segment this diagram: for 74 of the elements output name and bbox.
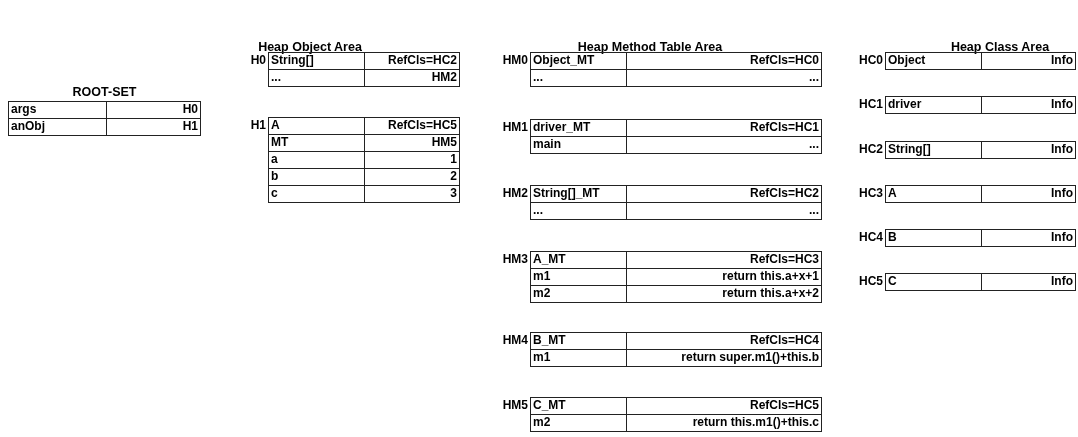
address-label: H0 <box>249 53 266 67</box>
table-cell-text: RefCls=HC2 <box>386 53 458 69</box>
table-cell: C <box>886 274 982 290</box>
area-title: Heap Object Area <box>257 40 363 54</box>
table-cell-text: RefCls=HC5 <box>386 118 458 134</box>
area-title: Heap Class Area <box>949 40 1051 54</box>
table-cell: B_MT <box>531 333 627 349</box>
table-cell: A_MT <box>531 252 627 268</box>
table-cell: b <box>269 169 365 185</box>
table-cell: m2 <box>531 415 627 431</box>
table-cell: Object <box>886 53 982 69</box>
table-cell: ... <box>269 70 365 86</box>
table-cell-text: RefCls=HC4 <box>748 333 820 349</box>
address-label: HC0 <box>858 53 883 67</box>
area-title: Heap Method Table Area <box>576 40 724 54</box>
address-label: HM2 <box>501 186 528 200</box>
table-cell: ... <box>531 203 627 219</box>
table-cell-text: ... <box>808 203 820 219</box>
address-label: HC3 <box>858 186 883 200</box>
table-cell-text: HM2 <box>430 70 458 86</box>
table-cell: A <box>886 186 982 202</box>
table-cell-text: Info <box>1050 97 1074 113</box>
table-cell-text: RefCls=HC0 <box>748 53 820 69</box>
table-cell-text: Info <box>1050 274 1074 290</box>
table-cell-text: 1 <box>449 152 458 168</box>
address-label: HM1 <box>501 120 528 134</box>
table-cell-text: ... <box>808 137 820 153</box>
table-cell-text: return this.m1()+this.c <box>691 415 820 431</box>
address-label: HC4 <box>858 230 883 244</box>
table-cell-text: H1 <box>181 119 199 135</box>
table-cell-text: Info <box>1050 142 1074 158</box>
table-cell: String[]_MT <box>531 186 627 202</box>
table-cell-text: H0 <box>181 102 199 118</box>
address-label: HM4 <box>501 333 528 347</box>
table-cell-text: 3 <box>449 186 458 202</box>
table-cell: m2 <box>531 286 627 302</box>
table-cell-text: return this.a+x+1 <box>721 269 820 285</box>
table-cell-text: RefCls=HC1 <box>748 120 820 136</box>
address-label: HC2 <box>858 142 883 156</box>
table-cell-text: RefCls=HC3 <box>748 252 820 268</box>
table-cell-text: HM5 <box>430 135 458 151</box>
table-cell: m1 <box>531 269 627 285</box>
table-cell: C_MT <box>531 398 627 414</box>
table-cell: driver <box>886 97 982 113</box>
address-label: HC1 <box>858 97 883 111</box>
table-cell-text: Info <box>1050 186 1074 202</box>
table-cell: String[] <box>886 142 982 158</box>
table-cell: main <box>531 137 627 153</box>
table-cell-text: RefCls=HC2 <box>748 186 820 202</box>
table-cell: m1 <box>531 350 627 366</box>
table-cell-text: Info <box>1050 53 1074 69</box>
address-label: HM0 <box>501 53 528 67</box>
table-cell: args <box>9 102 107 118</box>
table-cell-text: Info <box>1050 230 1074 246</box>
table-cell: a <box>269 152 365 168</box>
table-cell: ... <box>531 70 627 86</box>
table-cell-text: 2 <box>449 169 458 185</box>
table-cell: String[] <box>269 53 365 69</box>
address-label: HM5 <box>501 398 528 412</box>
table-cell: Object_MT <box>531 53 627 69</box>
table-cell-text: ... <box>808 70 820 86</box>
table-cell: driver_MT <box>531 120 627 136</box>
address-label: HC5 <box>858 274 883 288</box>
table-title: ROOT-SET <box>71 85 138 99</box>
table-cell-text: return this.a+x+2 <box>721 286 820 302</box>
table-cell-text: RefCls=HC5 <box>748 398 820 414</box>
table-cell: MT <box>269 135 365 151</box>
table-cell: anObj <box>9 119 107 135</box>
table-cell: A <box>269 118 365 134</box>
table-cell: c <box>269 186 365 202</box>
address-label: H1 <box>249 118 266 132</box>
table-cell-text: return super.m1()+this.b <box>680 350 820 366</box>
table-cell: B <box>886 230 982 246</box>
address-label: HM3 <box>501 252 528 266</box>
